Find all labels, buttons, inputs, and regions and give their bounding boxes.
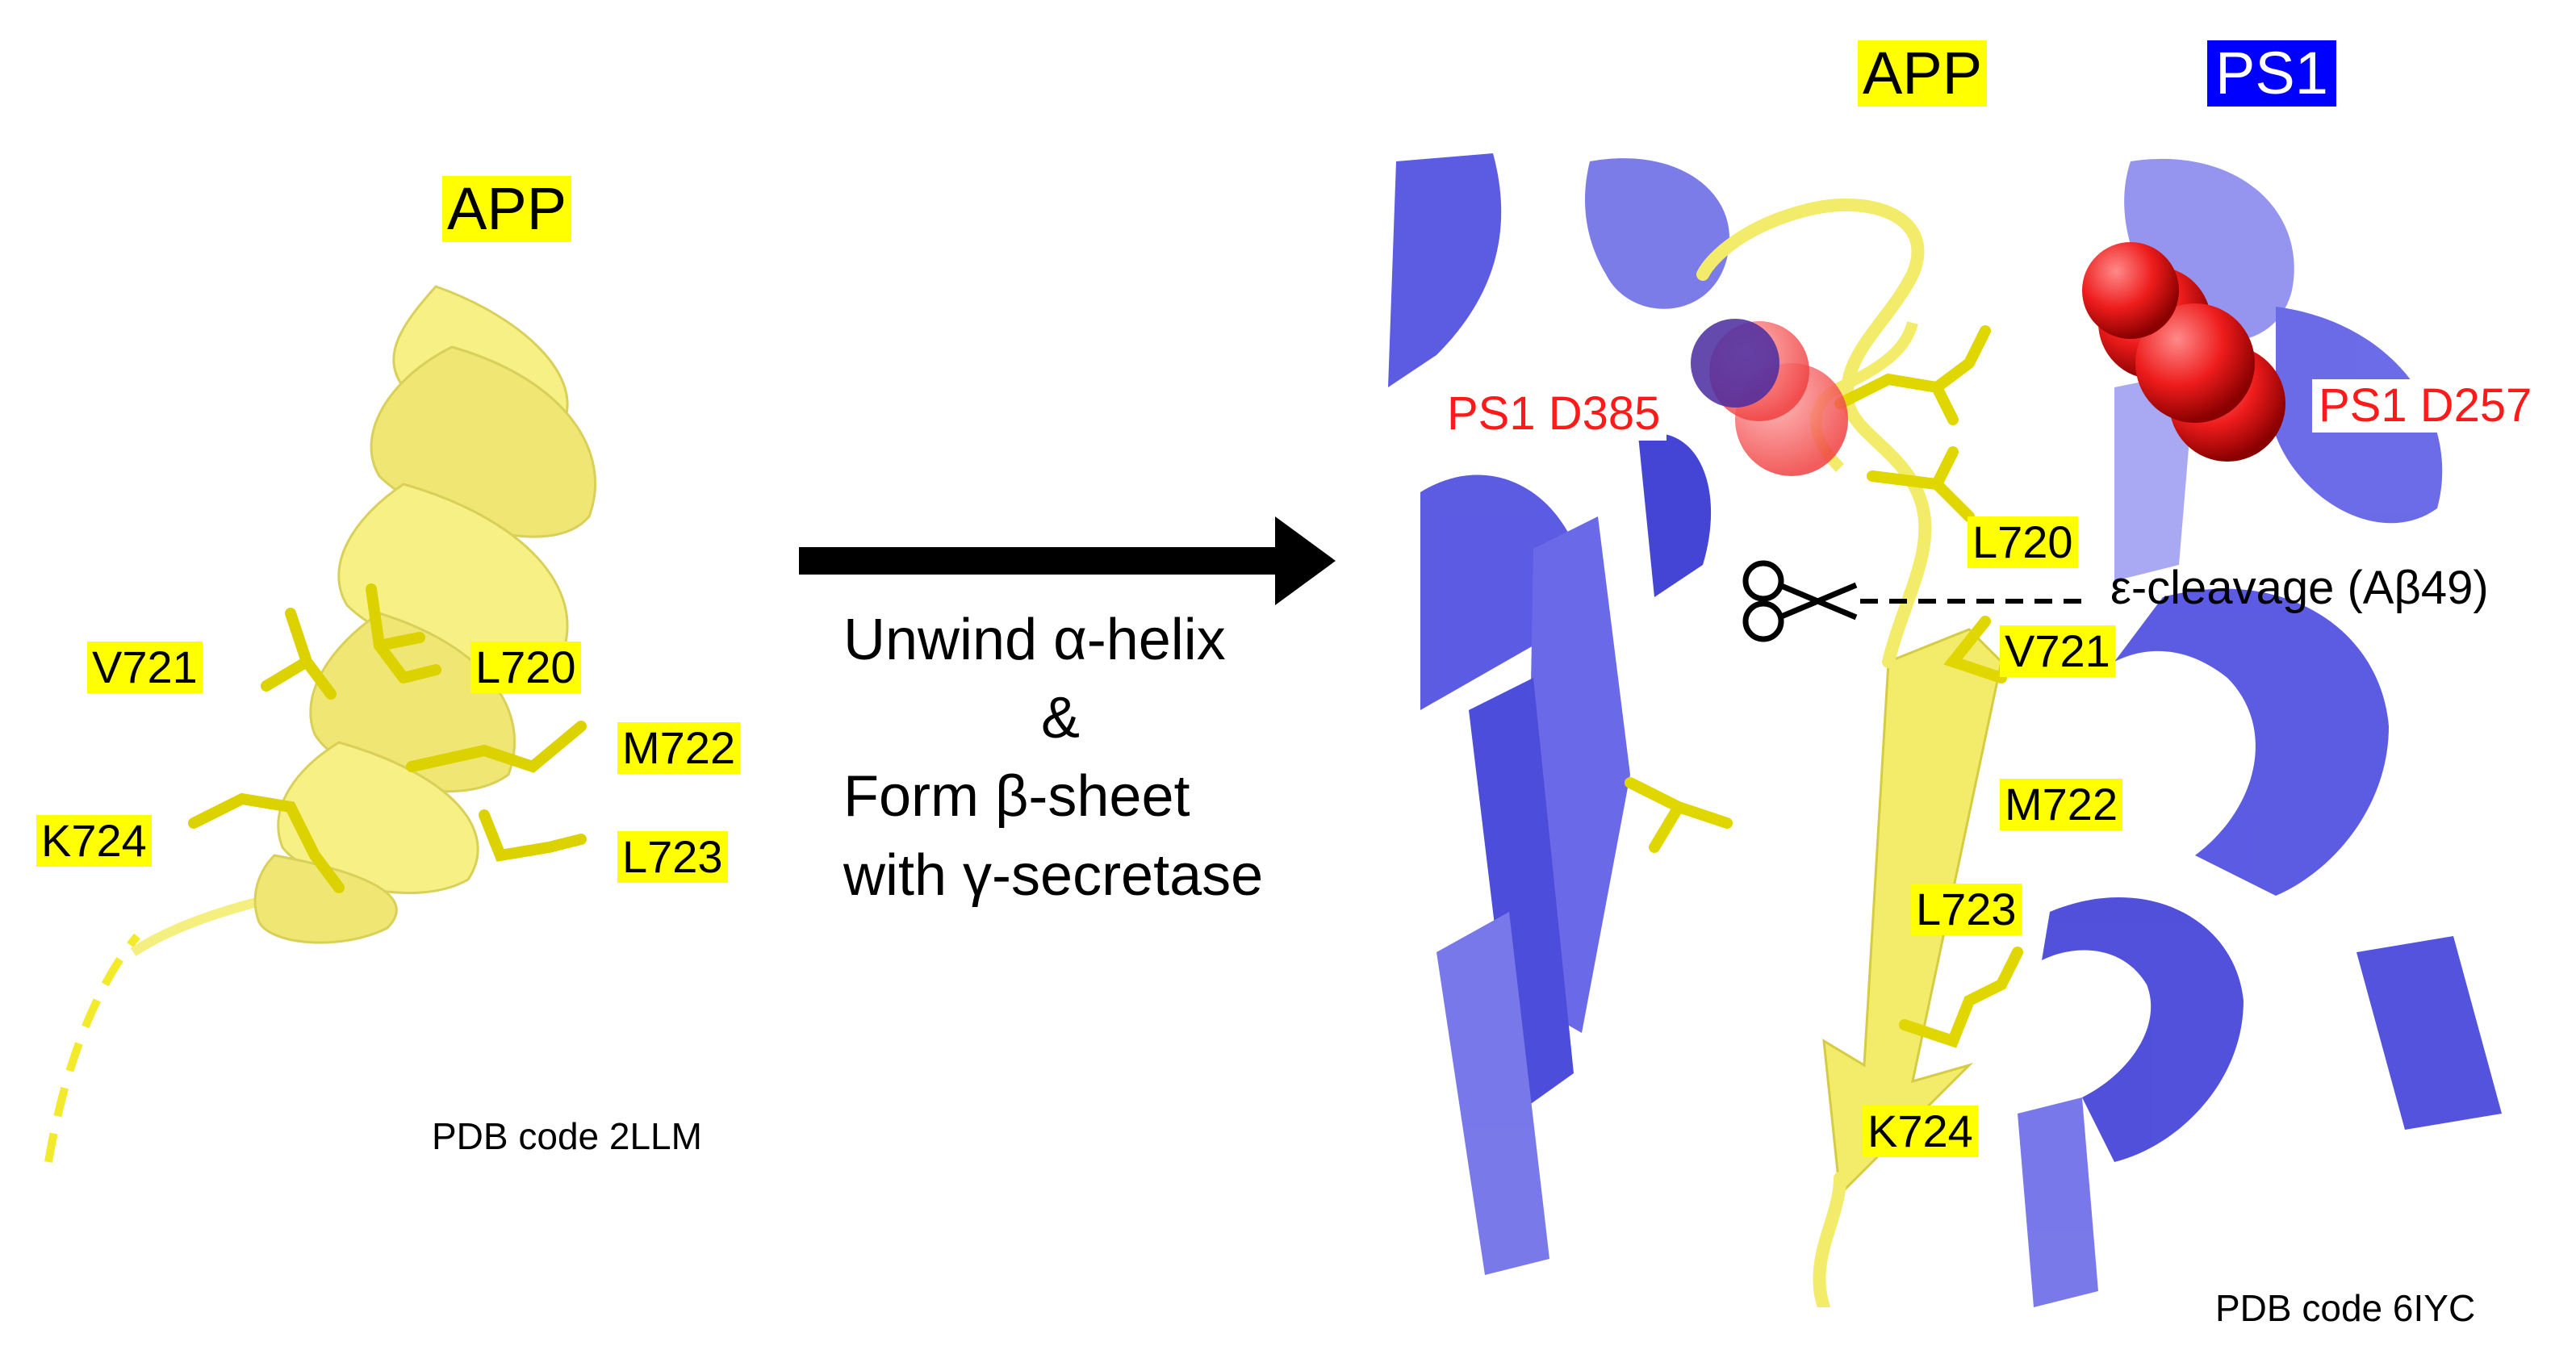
pdb-code-left: PDB code 2LLM [432,1115,702,1157]
residue-label-m722-right: M722 [2000,779,2123,830]
asp-d257-spheres [2082,242,2285,462]
ps1-ribbons [1388,153,2502,1307]
residue-label-l723-right: L723 [1911,884,2022,935]
pdb-code-right: PDB code 6IYC [2215,1287,2476,1329]
residue-label-l720-right: L720 [1968,516,2078,568]
disordered-tail [44,933,140,1163]
alpha-helix [253,285,597,944]
residue-label-k724-right: K724 [1863,1106,1978,1157]
desc-line-2: & [1041,686,1081,751]
side-chains [188,583,587,893]
residue-label-k724-left: K724 [36,815,152,867]
desc-line-1: Unwind α-helix [843,608,1226,672]
cleavage-label: ε-cleavage (Aβ49) [2110,562,2489,614]
transition-arrow [799,516,1336,605]
app-coil [1696,198,1932,1307]
residue-label-v721-left: V721 [87,642,203,693]
asp-label-d385: PS1 D385 [1441,387,1667,441]
transition-description: Unwind α-helix & Form β-sheet with γ-sec… [843,601,1263,915]
desc-line-4: with γ-secretase [843,842,1264,908]
right-structure [1388,153,2502,1307]
residue-label-m722-left: M722 [617,722,741,774]
left-structure [44,285,597,1163]
app-label-left: APP [442,176,572,242]
desc-line-3: Form β-sheet [843,764,1190,830]
residue-label-v721-right: V721 [2000,625,2115,677]
scissors-icon [1742,560,1858,642]
asp-label-d257: PS1 D257 [2312,379,2539,433]
app-side-chains [1625,325,2023,1048]
residue-label-l723-left: L723 [617,831,728,883]
ps1-label: PS1 [2207,40,2336,107]
residue-label-l720-left: L720 [470,642,581,693]
app-label-right: APP [1858,40,1988,107]
coil-segment [130,895,268,956]
asp-d385-spheres [1691,319,1848,476]
